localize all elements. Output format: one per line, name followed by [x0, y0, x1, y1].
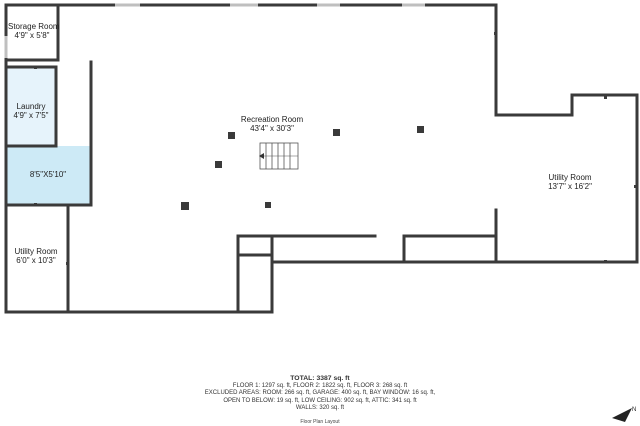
summary-line: WALLS: 320 sq. ft — [295, 405, 345, 411]
room-label-utility-right: Utility Room 13'7" x 16'2" — [535, 173, 605, 191]
summary-line: EXCLUDED AREAS: ROOM: 266 sq. ft, GARAGE… — [204, 390, 436, 396]
room-name: Laundry — [16, 102, 46, 111]
room-label-recreation: Recreation Room 43'4" x 30'3" — [222, 115, 322, 133]
room-label-laundry: Laundry 4'9" x 7'5" — [6, 102, 56, 120]
summary-line: FLOOR 1: 1297 sq. ft, FLOOR 2: 1822 sq. … — [232, 382, 408, 389]
laundry-fill — [6, 68, 55, 146]
room-dimensions: 43'4" x 30'3" — [250, 124, 294, 133]
column — [228, 132, 235, 139]
column — [333, 129, 340, 136]
column — [417, 126, 424, 133]
room-dimensions: 4'9" x 5'8" — [14, 31, 50, 40]
room-dimensions: 4'9" x 7'5" — [13, 111, 49, 120]
column — [265, 202, 271, 208]
staircase — [259, 142, 299, 170]
room-dimensions: 8'5"X5'10" — [29, 170, 67, 179]
wall-ticks — [34, 32, 637, 265]
column — [181, 202, 189, 210]
compass-label: N — [632, 407, 636, 413]
room-label-storage: Storage Room 4'9" x 5'8" — [8, 22, 60, 40]
blue-room-fill — [6, 146, 90, 204]
room-name: Recreation Room — [240, 115, 304, 124]
stair-arrow-icon — [259, 153, 264, 159]
summary-total: TOTAL: 3387 sq. ft — [290, 375, 350, 382]
room-name: Utility Room — [14, 247, 58, 256]
column — [215, 161, 222, 168]
summary-line: OPEN TO BELOW: 19 sq. ft, LOW CEILING: 9… — [223, 397, 417, 404]
room-name: Utility Room — [548, 173, 592, 182]
room-name: Storage Room — [8, 22, 60, 31]
floor-plan-layout-label: Floor Plan Layout — [300, 419, 340, 425]
room-label-blue-room: 8'5"X5'10" — [8, 170, 88, 179]
windows — [4, 3, 425, 58]
compass-icon: N — [612, 407, 636, 422]
area-summary: TOTAL: 3387 sq. ft FLOOR 1: 1297 sq. ft,… — [160, 375, 480, 413]
walls — [4, 3, 639, 314]
columns — [181, 126, 424, 210]
room-dimensions: 13'7" x 16'2" — [548, 182, 592, 191]
room-dimensions: 6'0" x 10'3" — [16, 256, 56, 265]
room-label-utility-left: Utility Room 6'0" x 10'3" — [6, 247, 66, 265]
